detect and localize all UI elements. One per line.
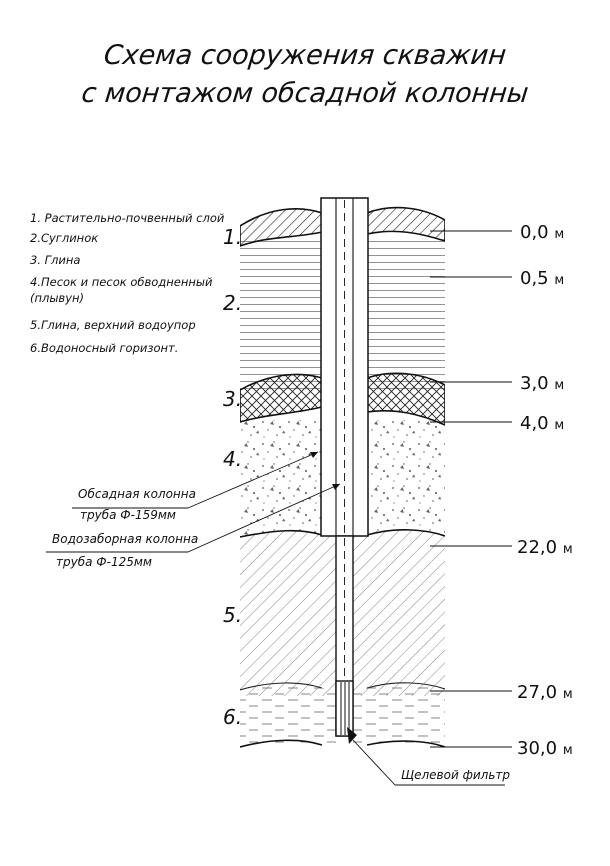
layer-number-6: 6. <box>223 705 242 729</box>
svg-text:Водозаборная колонна: Водозаборная колонна <box>52 532 198 546</box>
depth-label-6: 30,0 м <box>517 738 573 759</box>
legend-item-topsoil: 1. Растительно-почвенный слой <box>30 211 225 225</box>
legend-item-loam: 2.Суглинок <box>30 231 99 245</box>
layer-topsoil-right <box>366 206 445 242</box>
svg-text:Щелевой фильтр: Щелевой фильтр <box>401 768 510 782</box>
depth-leaders <box>430 230 512 748</box>
svg-text:Обсадная колонна: Обсадная колонна <box>78 487 196 501</box>
layer-number-3: 3. <box>223 387 242 411</box>
slotted-filter <box>335 680 357 744</box>
svg-text:труба Ф-159мм: труба Ф-159мм <box>80 508 176 522</box>
legend-item-aquifer: 6.Водоносный горизонт. <box>30 341 179 355</box>
layer-number-4: 4. <box>223 447 242 471</box>
legend-item-sand: 4.Песок и песок обводненный (плывун) <box>30 275 213 305</box>
depth-label-2: 3,0 м <box>520 373 564 394</box>
depth-label-4: 22,0 м <box>517 537 573 558</box>
casing-annotation: Обсадная колонна труба Ф-159мм <box>72 451 319 522</box>
layer-number-5: 5. <box>223 603 242 627</box>
depth-label-5: 27,0 м <box>517 682 573 703</box>
legend-item-clay-aquitard: 5.Глина, верхний водоупор <box>30 318 196 332</box>
layer-clay-right <box>366 372 445 426</box>
depth-label-1: 0,5 м <box>520 268 564 289</box>
intake-annotation: Водозаборная колонна труба Ф-125мм <box>46 483 341 569</box>
filter-annotation: Щелевой фильтр <box>352 739 510 786</box>
svg-text:труба Ф-125мм: труба Ф-125мм <box>56 555 152 569</box>
casing-pipe <box>320 197 369 537</box>
layer-number-1: 1. <box>223 225 242 249</box>
layer-number-2: 2. <box>223 291 242 315</box>
depth-label-0: 0,0 м <box>520 222 564 243</box>
legend-item-clay: 3. Глина <box>30 253 81 267</box>
depth-label-3: 4,0 м <box>520 413 564 434</box>
